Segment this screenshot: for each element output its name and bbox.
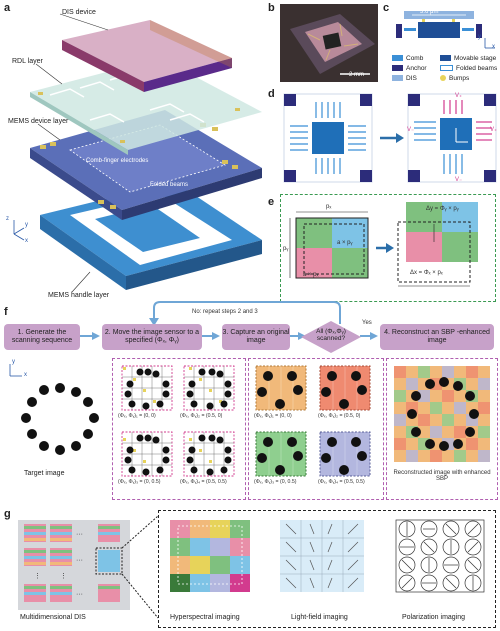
axis-f-x: x xyxy=(24,372,27,378)
sampling-grids xyxy=(121,365,235,477)
label-dis-device: DIS device xyxy=(62,9,96,16)
loop-arrow xyxy=(80,301,378,340)
svg-text:⋮: ⋮ xyxy=(60,573,67,580)
loop-label: No: repeat steps 2 and 3 xyxy=(192,309,258,315)
dis-device xyxy=(62,20,232,92)
captured-position-4: (Φₓ, Φᵧ)₄ = (0.5, 0.5) xyxy=(318,479,365,485)
scale-bar-b: 2 mm xyxy=(349,72,364,78)
label-py: pᵧ xyxy=(283,246,289,252)
position-3: (Φₓ, Φᵧ)₃ = (0, 0.5) xyxy=(118,479,161,485)
panel-c-label: c xyxy=(383,2,390,14)
svg-text:···: ··· xyxy=(76,591,83,598)
panel-a-label: a xyxy=(4,2,11,14)
step-4-frame xyxy=(386,358,498,500)
panel-e-frame xyxy=(280,194,496,302)
swatch-comb xyxy=(392,55,403,62)
cross-section-diagram xyxy=(396,11,482,38)
step-1-box: 1. Generate the scanning sequence xyxy=(4,324,80,350)
panel-f-label: f xyxy=(4,306,8,318)
pixel-shift-diagram xyxy=(289,202,478,287)
multidimensional-dis-label: Multidimensional DIS xyxy=(20,614,86,621)
label-rdl-layer: RDL layer xyxy=(12,58,43,65)
step-3-frame xyxy=(248,358,384,500)
voltage-bottom: V₋ xyxy=(455,177,463,183)
captured-position-3: (Φₓ, Φᵧ)₃ = (0, 0.5) xyxy=(254,479,297,485)
axes-c xyxy=(484,38,495,49)
legend-folded-beams: Folded beams xyxy=(440,65,497,72)
label-a-px: a × pₓ xyxy=(303,272,319,278)
step-4-box: 4. Reconstruct an SBP -enhanced image xyxy=(380,324,494,350)
swatch-dis xyxy=(392,75,403,82)
swatch-anchor xyxy=(392,65,403,72)
reconstructed-image xyxy=(394,366,490,462)
yes-label: Yes xyxy=(362,320,372,326)
axis-x: x xyxy=(25,238,28,244)
svg-text:···: ··· xyxy=(76,557,83,564)
target-image xyxy=(9,364,99,455)
captured-position-1: (Φₓ, Φᵧ)₁ = (0, 0) xyxy=(254,413,292,419)
step-2-frame xyxy=(112,358,246,500)
captured-images xyxy=(255,365,371,477)
label-dx: Δx = Φₓ × pₓ xyxy=(410,270,443,276)
label-px: pₓ xyxy=(326,204,332,210)
voltage-right: V₊ xyxy=(490,127,498,133)
label-dy: Δy = Φᵧ × pᵧ xyxy=(426,206,459,212)
axes-a xyxy=(13,220,25,241)
panel-b-label: b xyxy=(268,2,275,14)
label-comb-electrodes: Comb-finger electrodes xyxy=(86,158,149,164)
actuator-diagram xyxy=(283,93,497,183)
axis-c-x: x xyxy=(492,44,495,50)
imaging-modes xyxy=(170,519,485,593)
light-field-label: Light-field imaging xyxy=(291,614,348,621)
axis-y: y xyxy=(25,222,28,228)
label-mems-device-layer: MEMS device layer xyxy=(8,118,69,125)
panel-g-label: g xyxy=(4,508,11,520)
position-2: (Φₓ, Φᵧ)₂ = (0.5, 0) xyxy=(180,413,223,419)
axis-z: z xyxy=(6,216,9,222)
step-3-box: 3. Capture an original image xyxy=(222,324,290,350)
label-folded-beams: Folded beams xyxy=(150,182,189,188)
captured-position-2: (Φₓ, Φᵧ)₂ = (0.5, 0) xyxy=(318,413,361,419)
hyperspectral-label: Hyperspectral imaging xyxy=(170,614,240,621)
svg-text:⋮: ⋮ xyxy=(34,573,41,580)
polarization-label: Polarization imaging xyxy=(402,614,466,621)
step-2-box: 2. Move the image sensor to a specified … xyxy=(102,324,202,350)
recon-label: Reconstructed image with enhanced SBP xyxy=(393,470,491,482)
legend-comb: Comb xyxy=(392,55,423,62)
label-mems-handle-layer: MEMS handle layer xyxy=(48,292,110,299)
swatch-movable-stage xyxy=(440,55,451,62)
label-a-py: a × pᵧ xyxy=(337,240,353,246)
panel-g-frame xyxy=(158,510,496,628)
rdl-layer xyxy=(30,58,262,155)
position-4: (Φₓ, Φᵧ)₄ = (0.5, 0.5) xyxy=(180,479,227,485)
decision-diamond xyxy=(301,321,361,353)
exploded-device-illustration xyxy=(13,13,262,293)
target-label: Target image xyxy=(24,470,65,477)
swatch-folded-beams xyxy=(440,65,453,72)
svg-text:···: ··· xyxy=(76,531,83,538)
axis-f-y: y xyxy=(12,359,15,365)
panel-e-label: e xyxy=(268,196,275,208)
scale-c: 3.6 μm xyxy=(420,9,439,15)
decision-text: All (Φₓ,Φᵧ) scanned? xyxy=(316,328,346,343)
legend-movable-stage: Movable stage xyxy=(440,55,496,62)
voltage-left: V₋ xyxy=(407,127,415,133)
position-1: (Φₓ, Φᵧ)₁ = (0, 0) xyxy=(118,413,156,419)
multidimensional-dis: ··· ··· ··· ⋮ ⋮ xyxy=(18,515,159,619)
legend-anchor: Anchor xyxy=(392,65,427,72)
voltage-top: V₊ xyxy=(455,93,463,99)
swatch-bumps xyxy=(440,75,446,82)
legend-bumps: Bumps xyxy=(440,75,469,82)
panel-d-label: d xyxy=(268,88,275,100)
chip-photo xyxy=(280,4,378,82)
axis-c-y: y xyxy=(478,34,481,40)
legend-dis: DIS xyxy=(392,75,417,82)
